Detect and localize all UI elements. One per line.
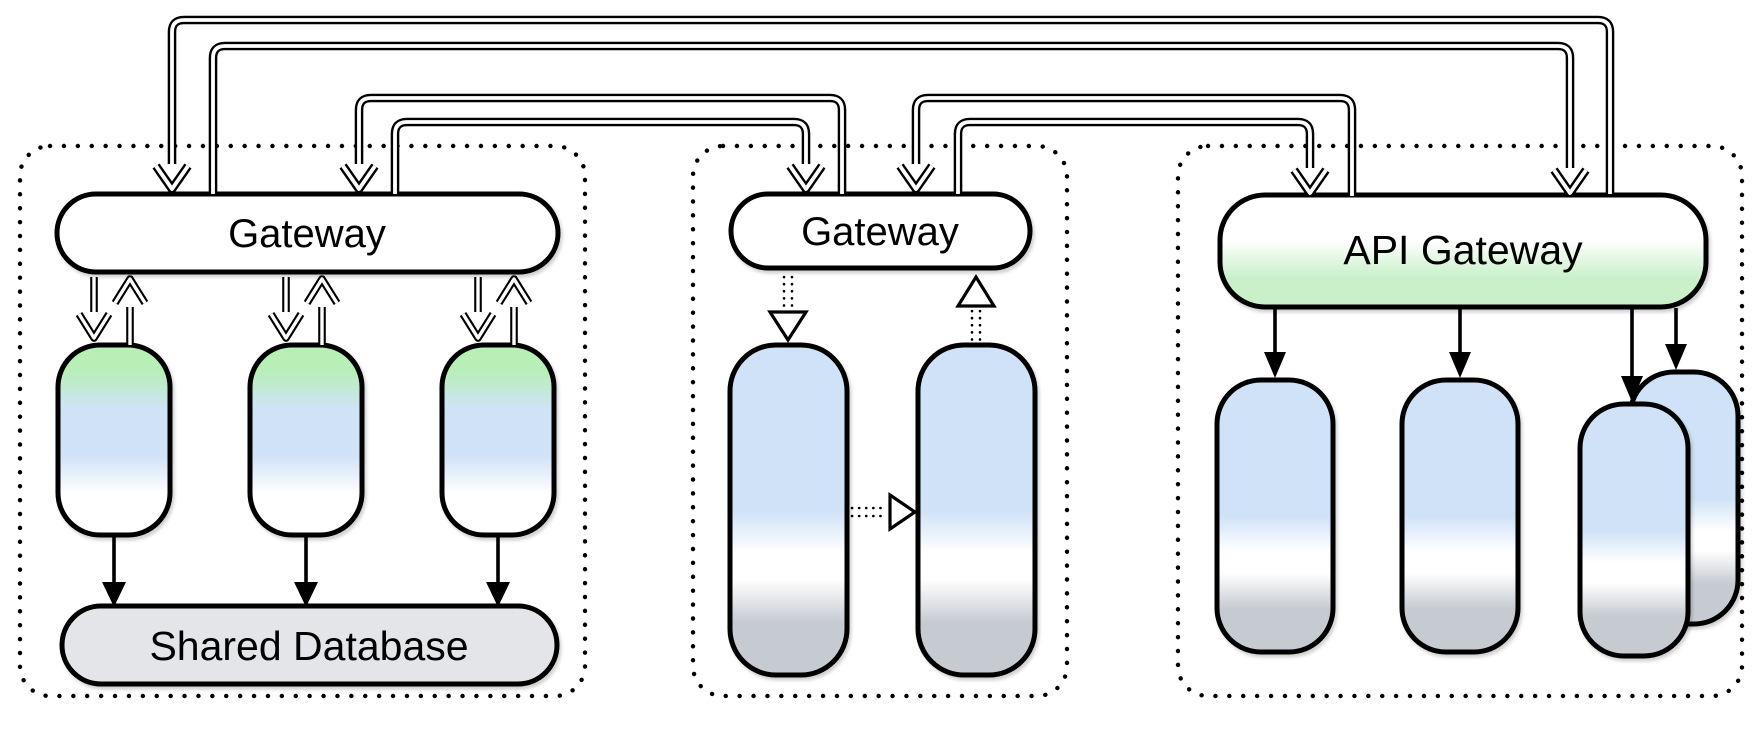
right-context-boundary: [1175, 143, 1745, 699]
left-context-boundary: [17, 143, 588, 699]
service-db-arrow-3: [486, 536, 510, 607]
left-service-pill-3: [439, 342, 557, 538]
left-context-group: Gateway Shared Database: [17, 143, 588, 699]
api-service-arrow-3-front: [1621, 308, 1643, 402]
middle-service-response-arrow: [955, 273, 997, 346]
service-replication-arrow: [850, 491, 918, 533]
middle-context-boundary: [690, 143, 1070, 699]
right-service-pill-2: [1399, 377, 1521, 655]
api-service-arrow-3-back: [1665, 308, 1687, 370]
shared-database-label: Shared Database: [149, 623, 468, 669]
middle-gateway: [728, 191, 1033, 271]
left-gateway: [54, 191, 561, 275]
api-service-arrow-2: [1449, 308, 1471, 378]
service-db-arrow-2: [294, 536, 318, 607]
right-service-pill-1: [1214, 377, 1336, 655]
left-service-pill-2: [247, 342, 365, 538]
middle-context-group: Gateway: [690, 143, 1070, 699]
right-context-group: API Gateway: [1175, 143, 1745, 699]
middle-service-pill-2: [915, 342, 1038, 678]
shared-database: [59, 603, 560, 687]
middle-service-pill-1: [727, 342, 850, 678]
middle-gateway-request-arrow: [767, 275, 809, 343]
middle-gateway-label: Gateway: [801, 210, 959, 254]
api-gateway: [1217, 192, 1709, 310]
right-service-pill-3: [1577, 401, 1691, 659]
api-gateway-label: API Gateway: [1343, 227, 1583, 273]
left-gateway-label: Gateway: [228, 212, 386, 256]
left-service-pill-1: [55, 342, 173, 538]
service-db-arrow-1: [102, 536, 126, 607]
api-service-arrow-1: [1264, 308, 1286, 378]
